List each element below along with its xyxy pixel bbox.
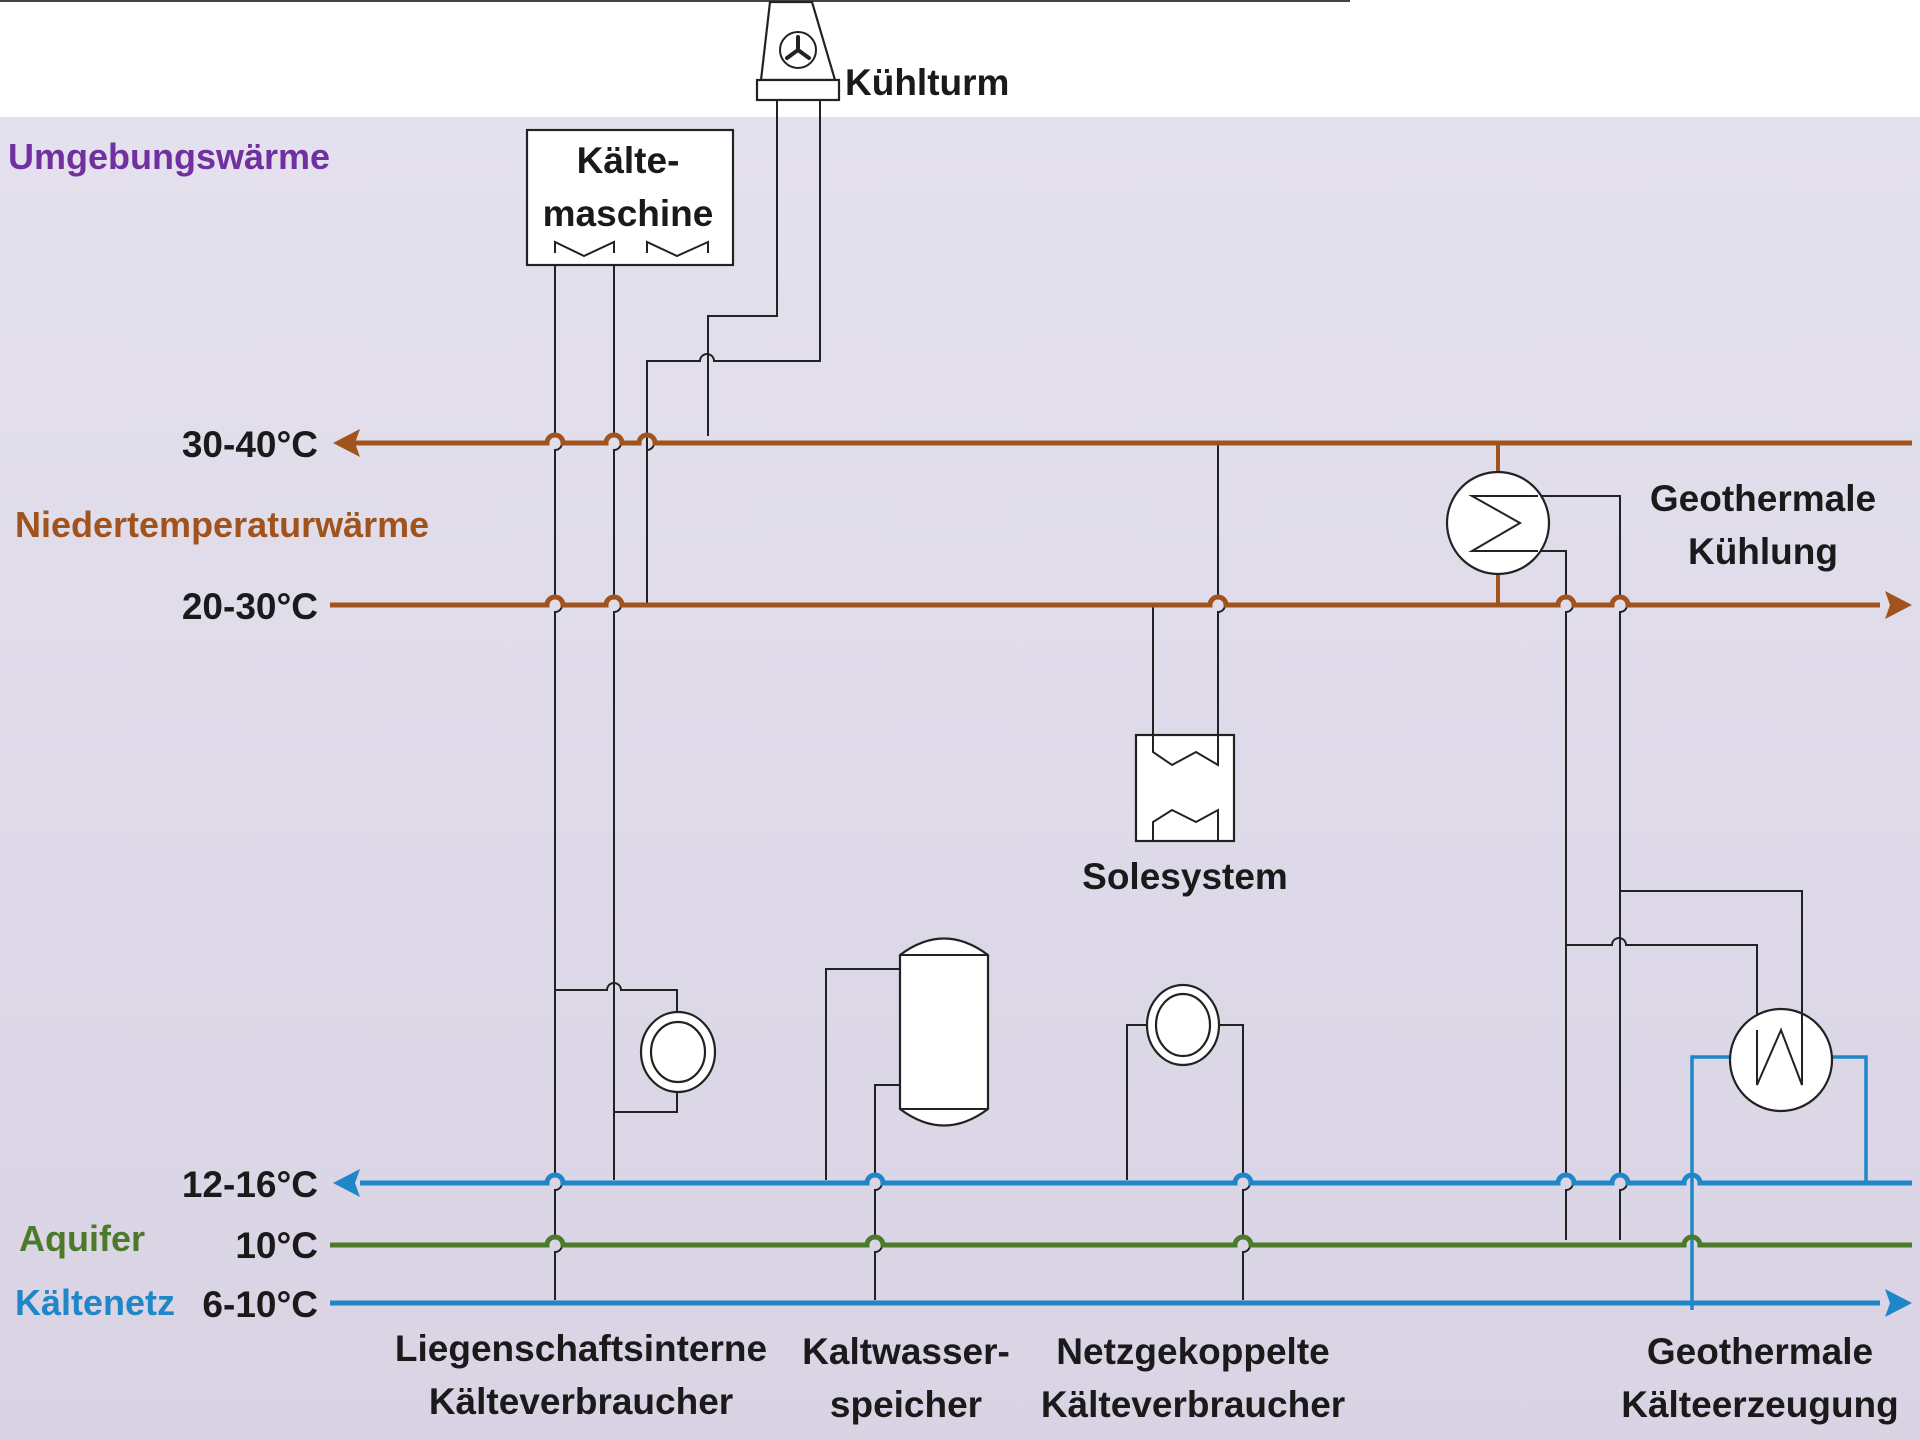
network-consumers-label-1: Netzgekoppelte	[1056, 1331, 1329, 1372]
line-12-16	[333, 1169, 1912, 1197]
cold-network-label: Kältenetz	[15, 1282, 175, 1323]
chiller-label-1: Kälte-	[577, 140, 680, 181]
cold-storage-label-2: speicher	[830, 1384, 982, 1425]
chiller-label-2: maschine	[543, 193, 714, 234]
temp-label-10: 10°C	[235, 1225, 318, 1266]
geo-cooling-label-1: Geothermale	[1650, 478, 1876, 519]
temp-label-20-30: 20-30°C	[182, 586, 318, 627]
internal-consumer-unit	[639, 1010, 717, 1094]
geo-cooling-label-2: Kühlung	[1688, 531, 1838, 572]
temp-label-12-16: 12-16°C	[182, 1164, 318, 1205]
cold-storage-label-1: Kaltwasser-	[802, 1331, 1010, 1372]
line-20-30	[330, 591, 1912, 619]
geo-cooling-heat-exchanger	[1445, 470, 1551, 576]
line-10	[330, 1234, 1912, 1248]
brine-system-label: Solesystem	[1082, 856, 1288, 897]
internal-consumers-label-1: Liegenschaftsinterne	[395, 1328, 767, 1369]
cooling-tower-label: Kühlturm	[845, 62, 1009, 103]
geo-generation-heat-exchanger	[1728, 1005, 1834, 1113]
arrow-left-12-16	[333, 1169, 360, 1197]
ambient-heat-label: Umgebungswärme	[8, 136, 330, 177]
background-panel	[0, 117, 1920, 1440]
geo-generation-label-2: Kälteerzeugung	[1621, 1384, 1899, 1425]
arrow-right-6-10	[1885, 1289, 1912, 1317]
chiller	[525, 128, 735, 267]
network-consumer-unit	[1145, 983, 1221, 1067]
cooling-tower	[755, 0, 841, 102]
arrow-left-30-40	[333, 429, 360, 457]
arrow-right-20-30	[1885, 591, 1912, 619]
low-temp-heat-label: Niedertemperaturwärme	[15, 504, 429, 545]
line-30-40	[333, 429, 1912, 457]
aquifer-label: Aquifer	[19, 1218, 145, 1259]
network-consumers-label-2: Kälteverbraucher	[1041, 1384, 1345, 1425]
geo-generation-blue-loop	[1690, 1055, 1868, 1310]
brine-system-unit	[1134, 733, 1236, 843]
line-6-10	[330, 1289, 1912, 1317]
geo-generation-label-1: Geothermale	[1647, 1331, 1873, 1372]
cold-water-storage-tank	[898, 937, 990, 1127]
temp-label-30-40: 30-40°C	[182, 424, 318, 465]
temp-label-6-10: 6-10°C	[202, 1284, 318, 1325]
internal-consumers-label-2: Kälteverbraucher	[429, 1381, 733, 1422]
